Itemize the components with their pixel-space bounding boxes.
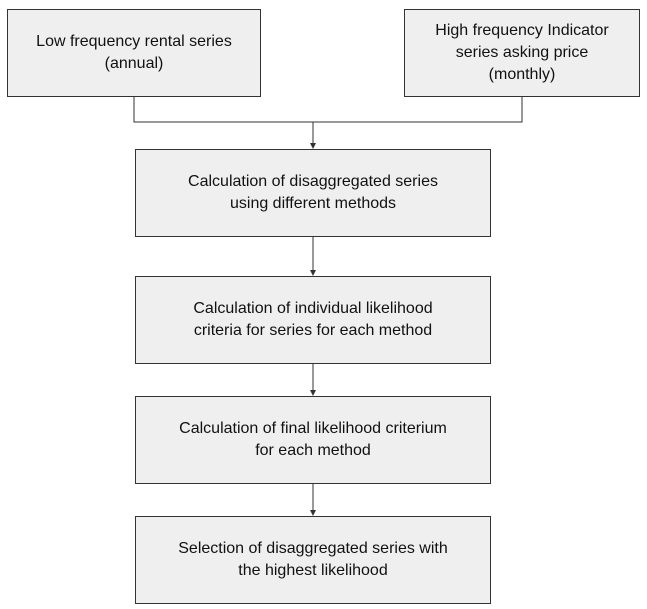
edge-high-to-merge (313, 97, 523, 123)
node-label: Selection of disaggregated series with t… (178, 540, 448, 579)
node-label: Calculation of final likelihood criteriu… (179, 420, 447, 459)
node-selection-highest-likelihood: Selection of disaggregated series with t… (135, 516, 491, 604)
node-individual-likelihood-criteria: Calculation of individual likelihood cri… (135, 276, 491, 364)
node-high-frequency-indicator-series: High frequency Indicator series asking p… (404, 9, 640, 97)
node-calculation-disaggregated-series: Calculation of disaggregated series usin… (135, 149, 491, 237)
node-label: Low frequency rental series (annual) (36, 33, 232, 72)
node-label: Calculation of individual likelihood cri… (193, 300, 433, 339)
node-label: Calculation of disaggregated series usin… (188, 173, 438, 212)
node-final-likelihood-criterium: Calculation of final likelihood criteriu… (135, 396, 491, 484)
edge-low-to-merge (133, 97, 313, 123)
node-label: High frequency Indicator series asking p… (435, 22, 609, 83)
node-low-frequency-rental-series: Low frequency rental series (annual) (7, 9, 261, 97)
